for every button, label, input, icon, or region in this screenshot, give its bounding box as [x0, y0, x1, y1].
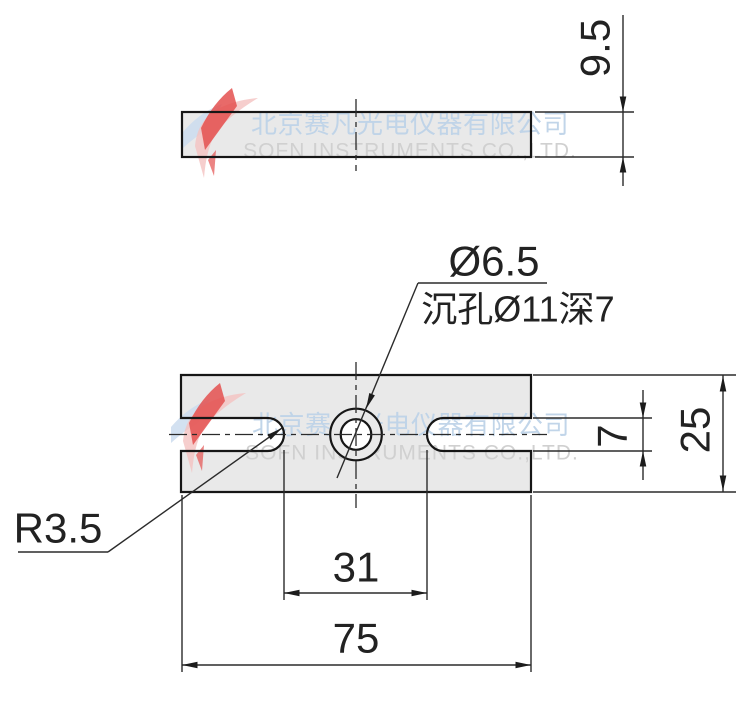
- radius-label: R3.5: [14, 505, 103, 552]
- radius-callout: R3.5: [14, 427, 283, 553]
- side-view: 北京赛凡光电仪器有限公司 SOFN INSTRUMENTS CO.,LTD. 9…: [180, 15, 634, 186]
- front-view: 北京赛凡光电仪器有限公司 SOFN INSTRUMENTS CO.,LTD. Ø…: [14, 238, 736, 672]
- dim-slot-width: 7: [533, 390, 652, 480]
- arrow-icon: [619, 157, 627, 173]
- hole-leader-line: [336, 282, 419, 479]
- hole-callout: Ø6.5 沉孔Ø11深7: [336, 238, 615, 479]
- arrow-icon: [619, 96, 627, 112]
- arrow-icon: [639, 402, 647, 418]
- arrow-icon: [284, 589, 300, 597]
- dim-hole-spacing: 31: [283, 450, 428, 600]
- watermark-company-en: SOFN INSTRUMENTS CO.,LTD.: [245, 442, 579, 465]
- counterbore-label: 沉孔Ø11深7: [421, 289, 614, 330]
- arrow-icon: [719, 376, 727, 392]
- dim-slot-width-label: 7: [589, 424, 636, 447]
- watermark-company-cn: 北京赛凡光电仪器有限公司: [252, 410, 570, 440]
- arrow-icon: [515, 661, 531, 669]
- dim-length: 75: [181, 495, 532, 672]
- dim-thickness-label: 9.5: [572, 19, 619, 77]
- dim-length-label: 75: [333, 615, 380, 662]
- watermark-company-cn: 北京赛凡光电仪器有限公司: [251, 109, 569, 139]
- hole-diameter-label: Ø6.5: [448, 238, 539, 285]
- front-view-plate-outline: [179, 373, 533, 494]
- arrow-icon: [719, 475, 727, 491]
- arrow-icon: [411, 589, 427, 597]
- dim-thickness: 9.5: [535, 15, 634, 186]
- arrow-icon: [639, 451, 647, 467]
- dim-width: 25: [533, 374, 736, 493]
- arrow-icon: [366, 393, 375, 409]
- dim-width-label: 25: [672, 407, 719, 454]
- watermark-company-en: SOFN INSTRUMENTS CO.,LTD.: [243, 140, 577, 163]
- arrow-icon: [267, 428, 282, 440]
- watermark-top: 北京赛凡光电仪器有限公司 SOFN INSTRUMENTS CO.,LTD.: [183, 88, 577, 178]
- radius-leader-line: [107, 427, 283, 553]
- dim-hole-spacing-label: 31: [333, 544, 380, 591]
- arrow-icon: [182, 661, 198, 669]
